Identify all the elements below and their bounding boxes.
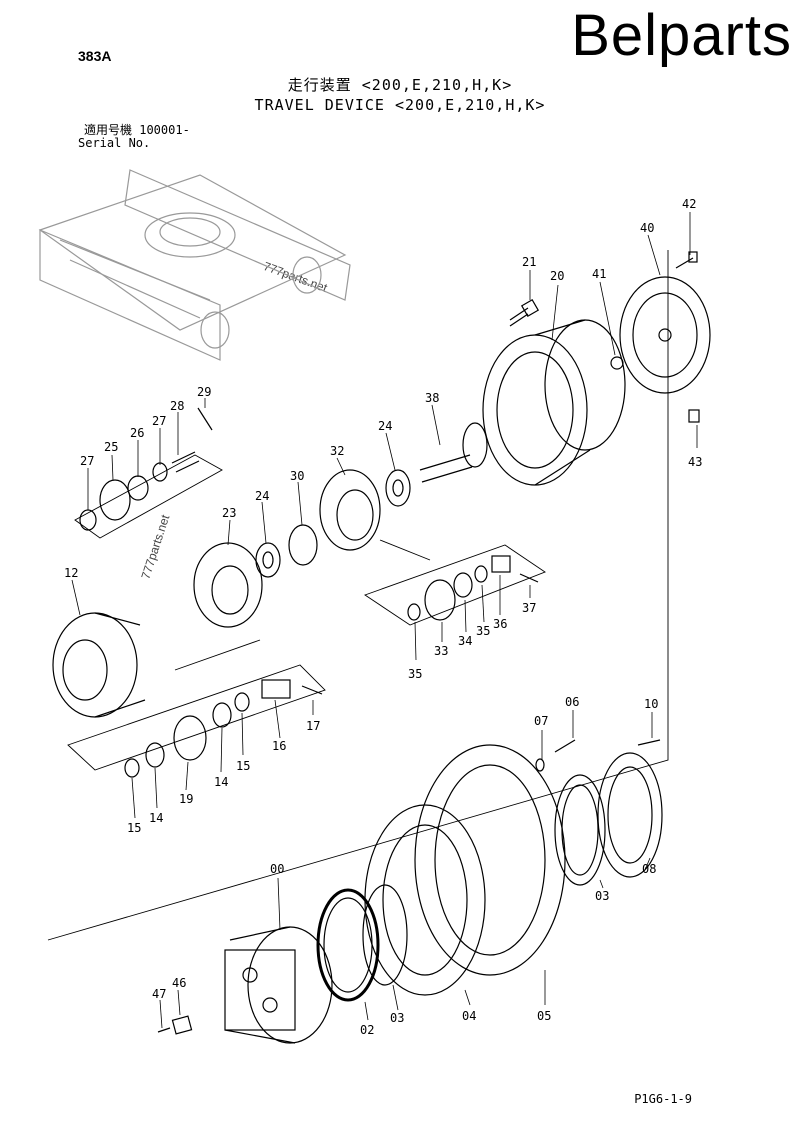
part-21-bolt	[509, 298, 540, 327]
part-02-floating-seal	[316, 888, 380, 1002]
part-24-thrust-washer-upper	[385, 469, 411, 507]
part-25-gear	[99, 479, 131, 521]
part-32-carrier	[319, 469, 381, 551]
part-10-bolt	[637, 739, 661, 746]
part-30-gear	[288, 524, 318, 566]
serial-label-english: Serial No.	[78, 136, 151, 150]
brand-logo-text: Belparts	[571, 3, 792, 68]
callout-16: 16	[272, 739, 286, 753]
callout-20: 20	[550, 269, 564, 283]
callout-30: 30	[290, 469, 304, 483]
part-04-hub	[364, 804, 486, 996]
part-00-travel-motor	[224, 926, 333, 1044]
part-47-screw	[157, 1027, 171, 1033]
callout-46: 46	[172, 976, 186, 990]
part-29-pin	[197, 407, 213, 431]
callout-32: 32	[330, 444, 344, 458]
callout-03: 03	[595, 889, 609, 903]
callout-23: 23	[222, 506, 236, 520]
callout-27: 27	[80, 454, 94, 468]
callout-35: 35	[476, 624, 490, 638]
callout-42: 42	[682, 197, 696, 211]
part-16-shaft	[261, 679, 291, 699]
callout-34: 34	[458, 634, 472, 648]
callout-47: 47	[152, 987, 166, 1001]
part-17-pin	[301, 685, 323, 695]
part-33-gear	[424, 579, 456, 621]
title-japanese: 走行装置 <200,E,210,H,K>	[287, 76, 513, 94]
page-number: 383A	[78, 48, 112, 64]
callout-26: 26	[130, 426, 144, 440]
part-34-bearing	[453, 572, 473, 598]
callout-08: 08	[642, 862, 656, 876]
callout-19: 19	[179, 792, 193, 806]
part-12-drum	[52, 612, 146, 718]
part-35-washer	[474, 565, 488, 583]
part-06-bolt	[554, 739, 576, 753]
part-07-washer	[535, 758, 545, 772]
part-05-sprocket	[414, 744, 566, 976]
callout-33: 33	[434, 644, 448, 658]
drawing-code: P1G6-1-9	[634, 1092, 692, 1106]
part-23-carrier	[193, 542, 263, 628]
part-43-plug	[688, 409, 700, 423]
part-03-bearing-lower	[362, 884, 408, 986]
callout-05: 05	[537, 1009, 551, 1023]
part-26-bearing	[127, 475, 149, 501]
callout-14: 14	[149, 811, 163, 825]
callout-17: 17	[306, 719, 320, 733]
callout-36: 36	[493, 617, 507, 631]
callout-35: 35	[408, 667, 422, 681]
callout-numbers: 21 20 41 40 42 43 38 24 32 30 24 23 29 2…	[64, 197, 702, 1037]
callout-37: 37	[522, 601, 536, 615]
callout-24: 24	[378, 419, 392, 433]
callout-14: 14	[214, 775, 228, 789]
part-14-bearing-mid	[212, 702, 232, 728]
part-46-plate	[171, 1015, 193, 1035]
callout-10: 10	[644, 697, 658, 711]
callout-40: 40	[640, 221, 654, 235]
assembly-lines	[47, 250, 669, 941]
part-36-shaft	[491, 555, 511, 573]
part-28-shaft	[171, 451, 200, 473]
part-42-bolt	[675, 251, 698, 269]
part-14-bearing-lower	[145, 742, 165, 768]
undercarriage-overview	[38, 169, 351, 361]
callout-38: 38	[425, 391, 439, 405]
part-15-washer-mid	[234, 692, 250, 712]
callout-15: 15	[127, 821, 141, 835]
callout-06: 06	[565, 695, 579, 709]
callout-15: 15	[236, 759, 250, 773]
callout-24: 24	[255, 489, 269, 503]
callout-21: 21	[522, 255, 536, 269]
part-38-shaft	[419, 422, 488, 483]
part-24-thrust-washer-lower	[255, 542, 281, 578]
callout-25: 25	[104, 440, 118, 454]
part-41-plug	[610, 356, 624, 370]
callout-28: 28	[170, 399, 184, 413]
callout-27: 27	[152, 414, 166, 428]
part-08-seal-cover	[597, 752, 663, 878]
serial-label-japanese: 適用号機 100001-	[84, 123, 190, 137]
callout-12: 12	[64, 566, 78, 580]
part-40-cover	[619, 276, 711, 394]
part-15-washer-lower	[124, 758, 140, 778]
callout-00: 00	[270, 862, 284, 876]
part-19-gear	[173, 715, 207, 761]
part-20-ring-gear	[482, 319, 626, 486]
callout-29: 29	[197, 385, 211, 399]
callout-43: 43	[688, 455, 702, 469]
callout-41: 41	[592, 267, 606, 281]
callout-07: 07	[534, 714, 548, 728]
title-english: TRAVEL DEVICE <200,E,210,H,K>	[254, 96, 546, 114]
part-27-washer	[152, 462, 168, 482]
callout-02: 02	[360, 1023, 374, 1037]
callout-03: 03	[390, 1011, 404, 1025]
part-35-washer-left	[407, 603, 421, 621]
leader-lines	[71, 212, 698, 1029]
callout-04: 04	[462, 1009, 476, 1023]
